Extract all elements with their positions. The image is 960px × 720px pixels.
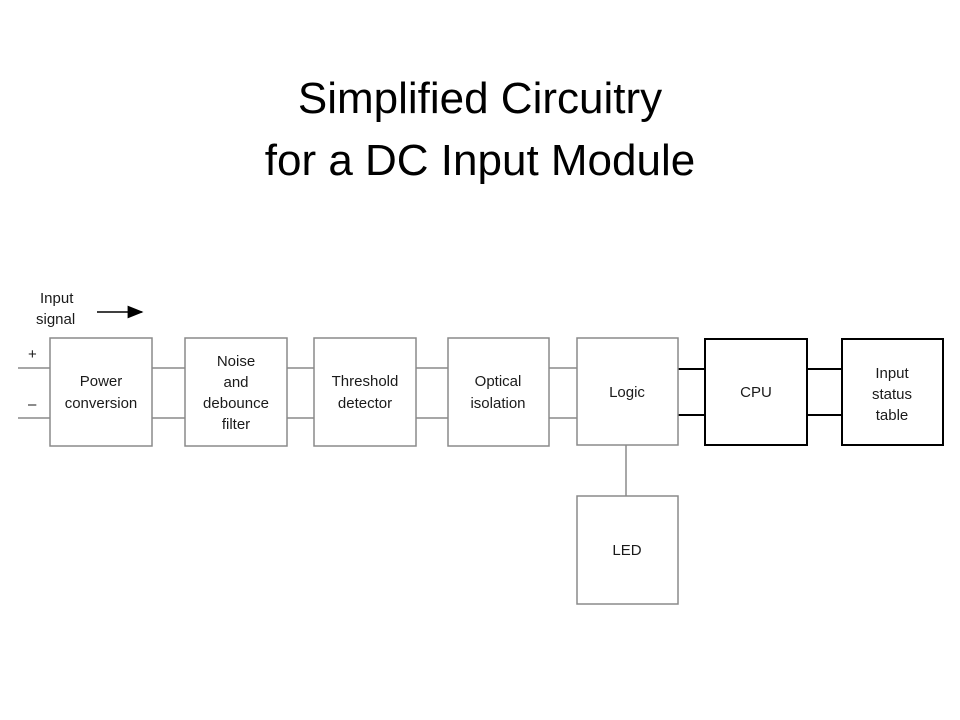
input-label-line-1: Input xyxy=(40,290,74,307)
noise-label-2: and xyxy=(223,374,248,391)
input-status-table-block xyxy=(841,338,944,446)
noise-label-4: filter xyxy=(222,416,250,433)
status-label-2: status xyxy=(872,386,912,403)
optical-label-1: Optical xyxy=(475,373,522,390)
noise-filter-block xyxy=(184,337,288,447)
status-label-3: table xyxy=(876,407,909,424)
threshold-label-1: Threshold xyxy=(332,373,399,390)
signal-wires xyxy=(18,367,627,496)
power-label-1: Power xyxy=(80,373,123,390)
threshold-detector-block xyxy=(313,337,417,447)
optical-isolation-block xyxy=(447,337,550,447)
power-conversion-block xyxy=(49,337,153,447)
led-block xyxy=(576,495,679,605)
cpu-label: CPU xyxy=(740,384,772,401)
logic-label: Logic xyxy=(609,384,645,401)
noise-label-1: Noise xyxy=(217,353,255,370)
optical-label-2: isolation xyxy=(470,395,525,412)
input-label-line-2: signal xyxy=(36,311,75,328)
page-title: Simplified Circuitry for a DC Input Modu… xyxy=(0,68,960,192)
cpu-block xyxy=(704,338,808,446)
logic-block xyxy=(576,337,679,446)
noise-label-3: debounce xyxy=(203,395,269,412)
data-wires xyxy=(678,368,842,416)
minus-terminal: – xyxy=(28,396,37,413)
threshold-label-2: detector xyxy=(338,395,392,412)
power-label-2: conversion xyxy=(65,395,138,412)
status-label-1: Input xyxy=(875,365,909,382)
plus-terminal: + xyxy=(28,346,37,363)
led-label: LED xyxy=(612,542,641,559)
title-line-2: for a DC Input Module xyxy=(264,136,696,185)
title-line-1: Simplified Circuitry xyxy=(297,74,663,123)
